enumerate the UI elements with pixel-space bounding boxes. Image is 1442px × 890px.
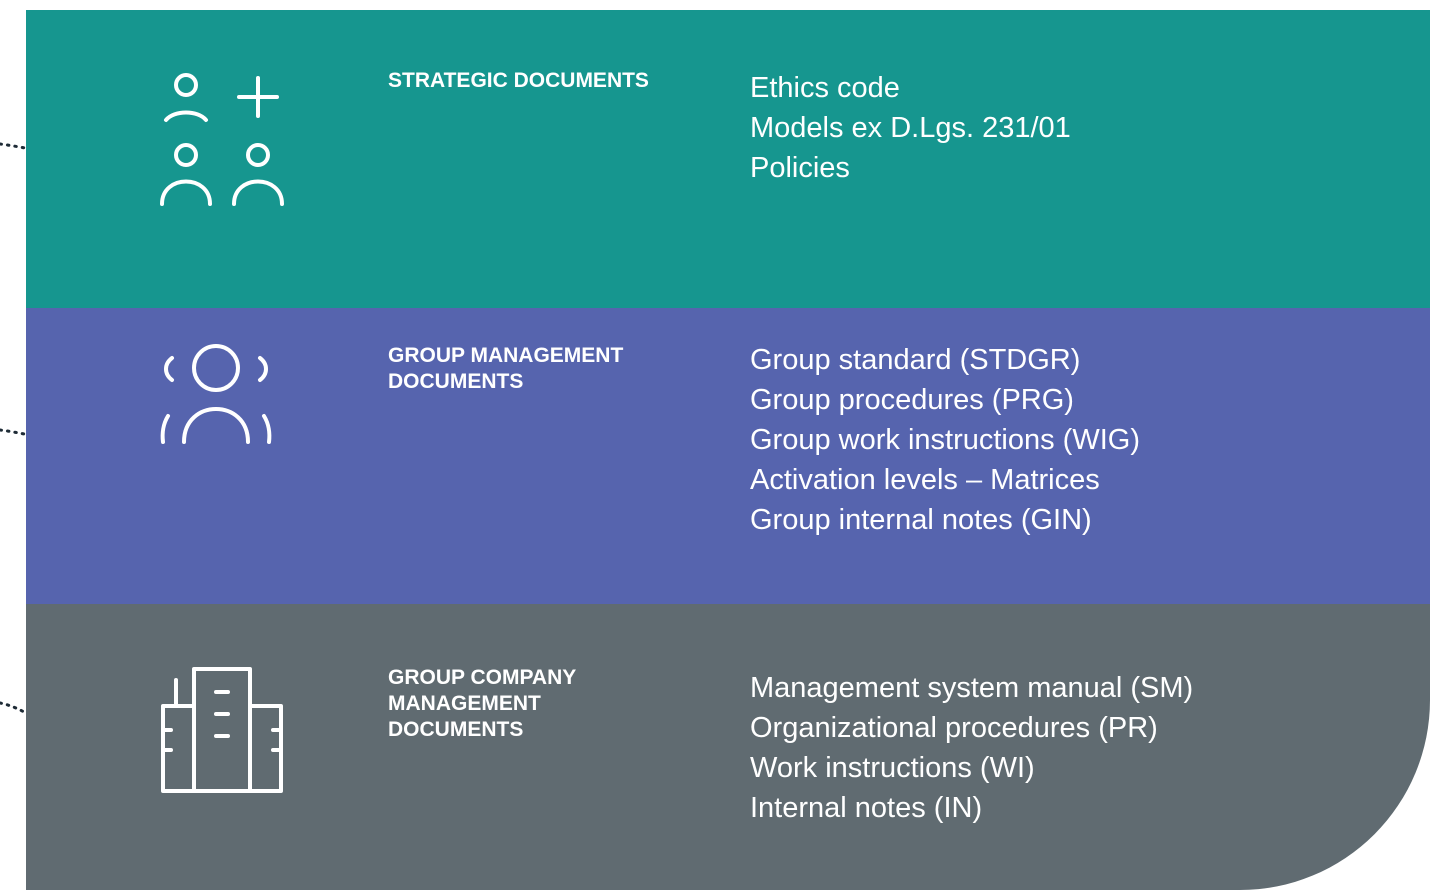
- strategic-documents-list: Ethics code Models ex D.Lgs. 231/01 Poli…: [750, 68, 1071, 188]
- group-company-documents-list: Management system manual (SM) Organizati…: [750, 668, 1193, 828]
- group-management-documents-list: Group standard (STDGR) Group procedures …: [750, 340, 1140, 540]
- list-item: Internal notes (IN): [750, 792, 983, 824]
- list-item: Group standard (STDGR): [750, 344, 1081, 376]
- group-management-documents-panel: GROUP MANAGEMENT DOCUMENTS Group standar…: [26, 308, 1430, 604]
- buildings-icon: [160, 666, 286, 794]
- list-item: Activation levels – Matrices: [750, 464, 1100, 496]
- strategic-documents-panel: STRATEGIC DOCUMENTS Ethics code Models e…: [26, 10, 1430, 308]
- list-item: Ethics code: [750, 72, 900, 104]
- list-item: Group work instructions (WIG): [750, 424, 1140, 456]
- list-item: Work instructions (WI): [750, 752, 1035, 784]
- list-item: Group internal notes (GIN): [750, 504, 1092, 536]
- group-icon: [158, 342, 274, 448]
- list-item: Policies: [750, 152, 850, 184]
- list-item: Management system manual (SM): [750, 672, 1194, 704]
- people-add-icon: [160, 72, 290, 208]
- strategic-documents-heading: STRATEGIC DOCUMENTS: [388, 69, 649, 92]
- group-company-documents-heading: GROUP COMPANY MANAGEMENT DOCUMENTS: [388, 666, 577, 741]
- group-company-documents-panel: GROUP COMPANY MANAGEMENT DOCUMENTS Manag…: [26, 604, 1430, 890]
- list-item: Models ex D.Lgs. 231/01: [750, 112, 1071, 144]
- list-item: Group procedures (PRG): [750, 384, 1074, 416]
- list-item: Organizational procedures (PR): [750, 712, 1158, 744]
- group-management-documents-heading: GROUP MANAGEMENT DOCUMENTS: [388, 344, 624, 393]
